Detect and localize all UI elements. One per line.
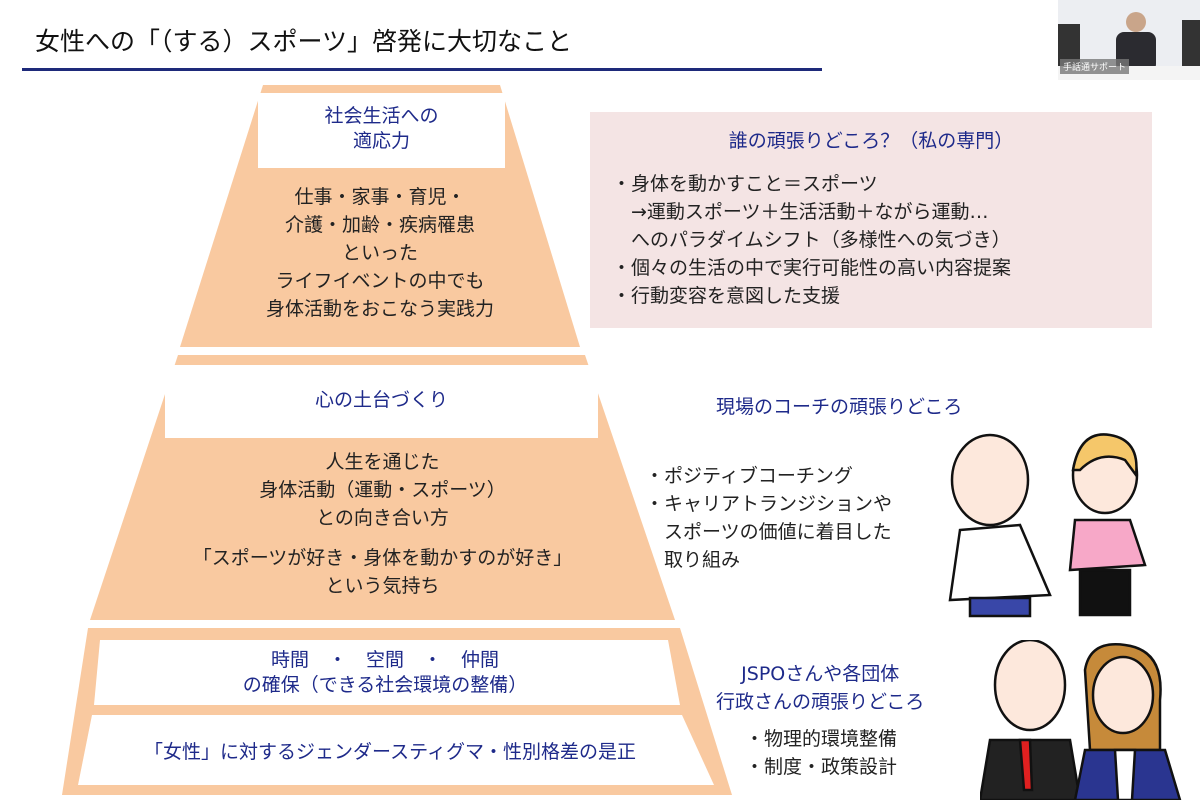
heading-line: JSPOさんや各団体 — [741, 663, 900, 685]
coach-illustration — [948, 433, 1147, 618]
bottom-tier-upper-text: 時間 ・ 空間 ・ 仲間 の確保（できる社会環境の整備） — [95, 648, 675, 698]
body-line: との向き合い方 — [316, 507, 449, 529]
middle-tier-body: 人生を通じた 身体活動（運動・スポーツ） との向き合い方 「スポーツが好き・身体… — [90, 448, 675, 600]
list-item: 取り組み — [645, 549, 741, 571]
video-caption: 手話通サポート — [1060, 59, 1130, 74]
heading-line: 行政さんの頑張りどころ — [716, 691, 925, 713]
body-line: 「スポーツが好き・身体を動かすのが好き」 — [192, 547, 573, 569]
list-item: スポーツの価値に着目した — [645, 521, 892, 543]
coach-heading: 現場のコーチの頑張りどころ — [716, 396, 963, 418]
list-item: ・制度・政策設計 — [745, 756, 898, 778]
list-item: ・キャリアトランジションや — [645, 493, 893, 515]
body-line: という気持ち — [325, 575, 440, 597]
body-line: といった — [341, 242, 418, 264]
coach-list: ・ポジティブコーチング ・キャリアトランジションや スポーツの価値に着目した 取… — [645, 462, 892, 574]
body-line: 仕事・家事・育児・ — [294, 186, 466, 208]
pyramid-diagram — [62, 85, 732, 795]
title-divider — [22, 68, 822, 71]
list-item: ・ポジティブコーチング — [645, 465, 853, 487]
list-item: ・個々の生活の中で実行可能性の高い内容提案 — [612, 257, 1012, 279]
pyramid-bottom-lower-box — [78, 715, 714, 785]
list-item: →運動スポーツ＋生活活動＋ながら運動… — [612, 201, 989, 223]
slide-title: 女性への「（する）スポーツ」啓発に大切なこと — [35, 27, 573, 56]
admin-list: ・物理的環境整備 ・制度・政策設計 — [745, 725, 897, 781]
body-line: ライフイベントの中でも — [275, 270, 485, 292]
top-tier-body: 仕事・家事・育児・ 介護・加齢・疾病罹患 といった ライフイベントの中でも 身体… — [180, 183, 580, 323]
body-line: 介護・加齢・疾病罹患 — [284, 214, 475, 236]
bottom-tier-lower-text: 「女性」に対するジェンダースティグマ・性別格差の是正 — [144, 741, 636, 763]
text-line: の確保（できる社会環境の整備） — [242, 674, 528, 696]
body-line: 身体活動をおこなう実践力 — [265, 298, 494, 320]
list-item: ・物理的環境整備 — [745, 728, 898, 750]
admin-heading: JSPOさんや各団体 行政さんの頑張りどころ — [716, 660, 924, 716]
body-line: 人生を通じた — [325, 451, 440, 473]
list-item: ・身体を動かすこと＝スポーツ — [612, 173, 878, 195]
top-tier-heading: 社会生活への 適応力 — [258, 104, 505, 154]
body-line: 身体活動（運動・スポーツ） — [259, 479, 506, 501]
text-line: 時間 ・ 空間 ・ 仲間 — [270, 649, 499, 671]
pyramid-middle-heading-box — [165, 365, 598, 438]
video-thumbnail[interactable]: 手話通サポート — [1058, 0, 1200, 80]
list-item: へのパラダイムシフト（多様性への気づき） — [612, 229, 1011, 251]
pyramid-bottom-upper-box — [94, 640, 680, 705]
list-item: ・行動変容を意図した支援 — [612, 285, 841, 307]
info-box-heading: 誰の頑張りどころ？（私の専門） — [728, 130, 1014, 152]
heading-line: 社会生活への — [324, 105, 439, 127]
info-box: 誰の頑張りどころ？（私の専門） ・身体を動かすこと＝スポーツ →運動スポーツ＋生… — [590, 112, 1152, 328]
heading-line: 適応力 — [352, 130, 410, 152]
info-box-list: ・身体を動かすこと＝スポーツ →運動スポーツ＋生活活動＋ながら運動… へのパラダ… — [612, 170, 1011, 310]
officials-illustration — [980, 640, 1182, 800]
middle-tier-heading: 心の土台づくり — [314, 389, 448, 411]
pyramid-top-heading-box — [258, 93, 505, 168]
